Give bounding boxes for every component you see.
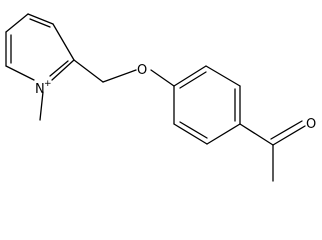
bond-ring-ch2 [73,59,104,83]
bond-ph-4-5 [206,123,241,145]
bond-ring-c3-n-double [49,60,69,77]
pyridinium-ring [5,13,75,81]
bond-ring-c4-c4-double [29,18,51,28]
bond-carbonyl-o-double [270,120,303,140]
bond-n-methyl [39,91,44,121]
atom-carbonyl-oxygen: O [306,117,316,132]
bond-ph-2-3 [205,65,241,87]
bond-phenyl-carbonyl [239,123,274,146]
atom-ring-nitrogen: N + [35,79,52,97]
bond-ring-c3-n [51,59,75,81]
bond-carbonyl-o [272,125,306,146]
bond-ph-1-2 [173,65,207,87]
ether-oxygen-symbol: O [137,63,147,78]
bond-ph-1-2-double [179,71,207,89]
bond-ch2-o [102,69,137,83]
bond-ring-c4-c3 [52,23,75,61]
ring-nitrogen-symbol: N [35,82,45,97]
carbonyl-oxygen-symbol: O [306,117,316,132]
bond-ring-c6-c5 [5,13,29,33]
ring-nitrogen-charge: + [44,79,52,89]
bond-ring-c5-c4 [27,13,54,25]
bond-ring-n-c2 [5,65,35,81]
atom-ether-oxygen: O [137,63,147,78]
molecule-structure: N + O O [5,13,316,182]
phenyl-ring [173,65,241,145]
bond-o-phenyl [150,69,175,87]
bond-ph-5-6-double [179,121,208,139]
bond-ph-5-6 [173,123,208,145]
